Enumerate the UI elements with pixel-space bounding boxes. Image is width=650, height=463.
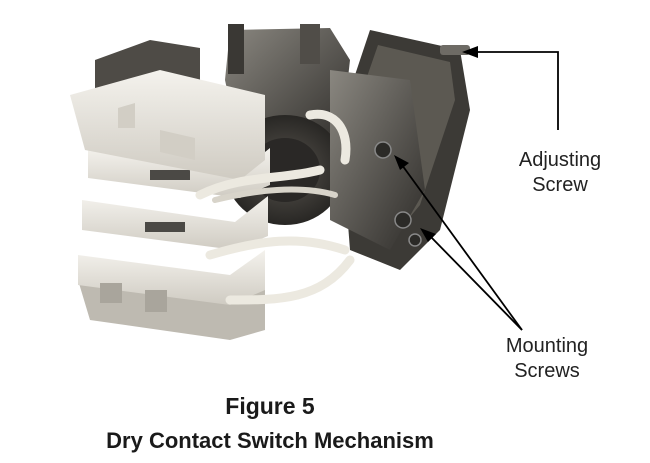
ceramic-contact-stack: [70, 70, 270, 340]
mounting-screw-upper: [374, 141, 392, 159]
adjusting-screw-head: [440, 45, 470, 55]
adjusting-screw-leader: [462, 46, 559, 130]
armature-bracket: [330, 30, 470, 270]
mounting-screws-label-line2: Screws: [514, 360, 580, 382]
figure-caption: Dry Contact Switch Mechanism: [106, 428, 434, 453]
adjusting-screw-label-line1: Adjusting: [518, 149, 602, 171]
mounting-screws-leader: [394, 155, 523, 331]
mounting-screws: [374, 141, 422, 247]
insulated-wires: [195, 109, 355, 305]
adjusting-screw-label: Adjusting Screw: [500, 148, 620, 198]
mounting-screws-label-line1: Mounting: [505, 335, 589, 357]
mounting-screw-lower: [394, 211, 412, 229]
adjusting-screw-label-line2: Screw: [532, 174, 588, 196]
figure-number: Figure 5: [225, 393, 315, 419]
mounting-screws-label: Mounting Screws: [482, 334, 612, 384]
